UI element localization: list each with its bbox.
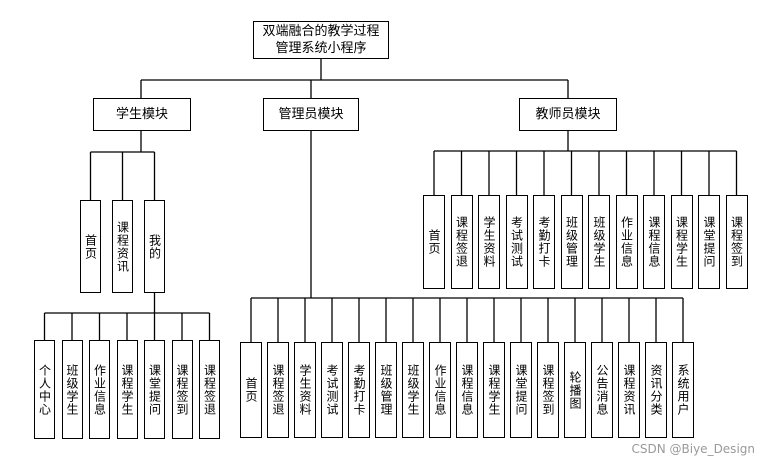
student-item-node: 首页 xyxy=(80,200,101,293)
admin-item-node: 课程签退 xyxy=(267,342,289,438)
admin-item-node: 课程学生 xyxy=(483,342,505,438)
mine-item-node: 课程学生 xyxy=(116,340,138,439)
admin-item-node: 班级学生 xyxy=(402,342,424,438)
admin-item-node: 课程签到 xyxy=(537,342,559,438)
admin-item-node: 首页 xyxy=(240,342,262,438)
teacher-item-node: 学生资料 xyxy=(478,195,500,289)
teacher-item-node: 作业信息 xyxy=(615,195,638,289)
student-module-node: 学生模块 xyxy=(93,98,191,131)
admin-item-node: 课程信息 xyxy=(456,342,478,438)
root-title-line2: 管理系统小程序 xyxy=(275,41,367,56)
admin-item-node: 学生资料 xyxy=(294,342,316,438)
root-node: 双端融合的教学过程 管理系统小程序 xyxy=(253,21,389,59)
watermark: CSDN @Biye_Design xyxy=(631,442,755,456)
admin-module-node: 管理员模块 xyxy=(263,98,359,131)
mine-item-node: 课程签退 xyxy=(199,340,220,439)
student-item-node: 课程资讯 xyxy=(112,200,133,293)
teacher-item-node: 课程学生 xyxy=(670,195,693,289)
teacher-item-node: 班级学生 xyxy=(588,195,610,289)
teacher-item-node: 考勤打卡 xyxy=(533,195,555,289)
admin-item-node: 资讯分类 xyxy=(645,342,667,438)
admin-item-node: 考试测试 xyxy=(321,342,343,438)
teacher-item-node: 课程签退 xyxy=(450,195,473,289)
admin-item-node: 课堂提问 xyxy=(510,342,532,438)
teacher-item-node: 课程信息 xyxy=(643,195,665,289)
teacher-item-node: 首页 xyxy=(423,195,445,289)
admin-item-node: 课程资讯 xyxy=(618,342,640,438)
mine-item-node: 课程签到 xyxy=(171,340,193,439)
mine-item-node: 作业信息 xyxy=(89,340,110,439)
admin-item-node: 系统用户 xyxy=(672,342,694,438)
admin-item-node: 作业信息 xyxy=(429,342,451,438)
admin-item-node: 公告消息 xyxy=(591,342,613,438)
admin-item-node: 轮播图 xyxy=(564,342,586,438)
teacher-item-node: 班级管理 xyxy=(560,195,583,289)
mine-item-node: 个人中心 xyxy=(34,340,55,439)
admin-item-node: 考勤打卡 xyxy=(348,342,370,438)
root-title-line1: 双端融合的教学过程 xyxy=(262,24,380,39)
teacher-item-node: 课堂提问 xyxy=(698,195,720,289)
teacher-module-node: 教师员模块 xyxy=(519,98,617,131)
teacher-item-node: 课程签到 xyxy=(725,195,748,289)
admin-item-node: 班级管理 xyxy=(375,342,397,438)
mine-item-node: 课堂提问 xyxy=(144,340,165,439)
mine-item-node: 班级学生 xyxy=(61,340,83,439)
student-item-node: 我的 xyxy=(144,200,165,293)
teacher-item-node: 考试测试 xyxy=(505,195,528,289)
